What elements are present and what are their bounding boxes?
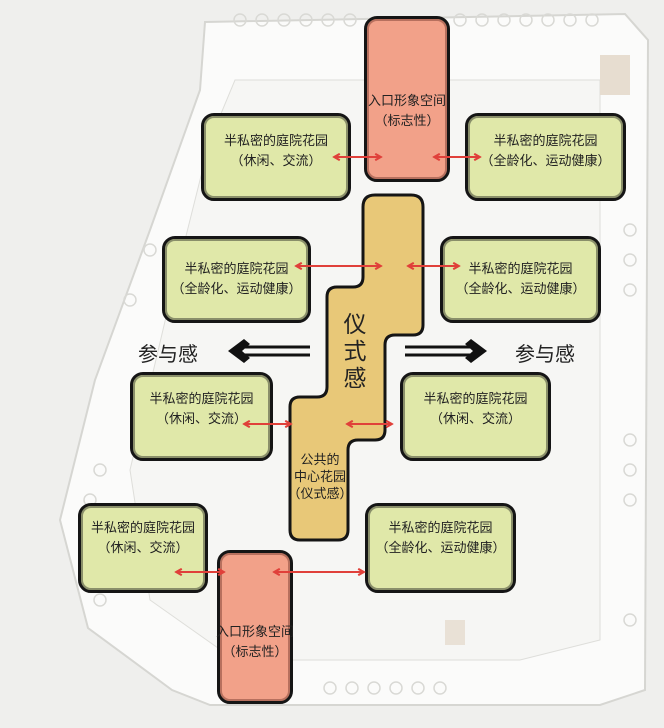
garden-subtitle: （休闲、交流）: [155, 411, 247, 427]
garden-subtitle: （全龄化、运动健康）: [455, 281, 586, 297]
entrance-top-title: 入口形象空间: [367, 94, 446, 109]
central-line3: （仪式感）: [287, 487, 353, 502]
garden-title: 半私密的庭院花园: [223, 134, 328, 149]
garden-subtitle: （全龄化、运动健康）: [171, 281, 302, 297]
courtyard-garden-8: 半私密的庭院花园 （全龄化、运动健康）: [365, 503, 516, 593]
garden-title: 半私密的庭院花园: [468, 261, 573, 277]
garden-subtitle: （全龄化、运动健康）: [480, 154, 611, 169]
garden-title: 半私密的庭院花园: [184, 261, 289, 277]
courtyard-garden-3: 半私密的庭院花园 （全龄化、运动健康）: [162, 236, 311, 323]
central-line1: 公共的: [300, 453, 340, 468]
central-line2: 中心花园: [293, 470, 346, 485]
entrance-space-top: 入口形象空间 （标志性）: [364, 16, 450, 182]
entrance-top-subtitle: （标志性）: [374, 114, 440, 129]
garden-title: 半私密的庭院花园: [90, 521, 195, 536]
corner-building: [600, 55, 630, 95]
courtyard-garden-5: 半私密的庭院花园 （休闲、交流）: [130, 372, 273, 461]
garden-title: 半私密的庭院花园: [423, 391, 528, 407]
participation-label-left: 参与感: [138, 342, 198, 366]
garden-subtitle: （休闲、交流）: [97, 541, 189, 556]
garden-title: 半私密的庭院花园: [388, 521, 493, 536]
ceremonial-char: 感: [343, 366, 367, 392]
courtyard-garden-4: 半私密的庭院花园 （全龄化、运动健康）: [440, 236, 601, 323]
garden-subtitle: （休闲、交流）: [429, 411, 521, 427]
entrance-bottom-subtitle: （标志性）: [222, 645, 288, 660]
ceremonial-label: 仪 式 感: [340, 312, 370, 393]
entrance-space-bottom: 入口形象空间 （标志性）: [216, 550, 295, 704]
entrance-bottom-title: 入口形象空间: [216, 625, 295, 640]
small-building: [445, 620, 465, 645]
courtyard-garden-7: 半私密的庭院花园 （休闲、交流）: [78, 503, 208, 593]
garden-title: 半私密的庭院花园: [149, 391, 254, 407]
central-garden-label: 公共的 中心花园 （仪式感）: [285, 452, 355, 503]
courtyard-garden-6: 半私密的庭院花园 （休闲、交流）: [400, 372, 551, 461]
perimeter-trees: [83, 13, 637, 695]
courtyard-garden-2: 半私密的庭院花园 （全龄化、运动健康）: [465, 113, 626, 201]
participation-label-right: 参与感: [515, 342, 575, 366]
garden-subtitle: （休闲、交流）: [230, 154, 322, 169]
garden-title: 半私密的庭院花园: [493, 134, 598, 149]
ceremonial-char: 式: [343, 339, 367, 365]
ceremonial-char: 仪: [343, 312, 367, 338]
courtyard-garden-1: 半私密的庭院花园 （休闲、交流）: [201, 113, 351, 201]
garden-subtitle: （全龄化、运动健康）: [375, 541, 506, 556]
